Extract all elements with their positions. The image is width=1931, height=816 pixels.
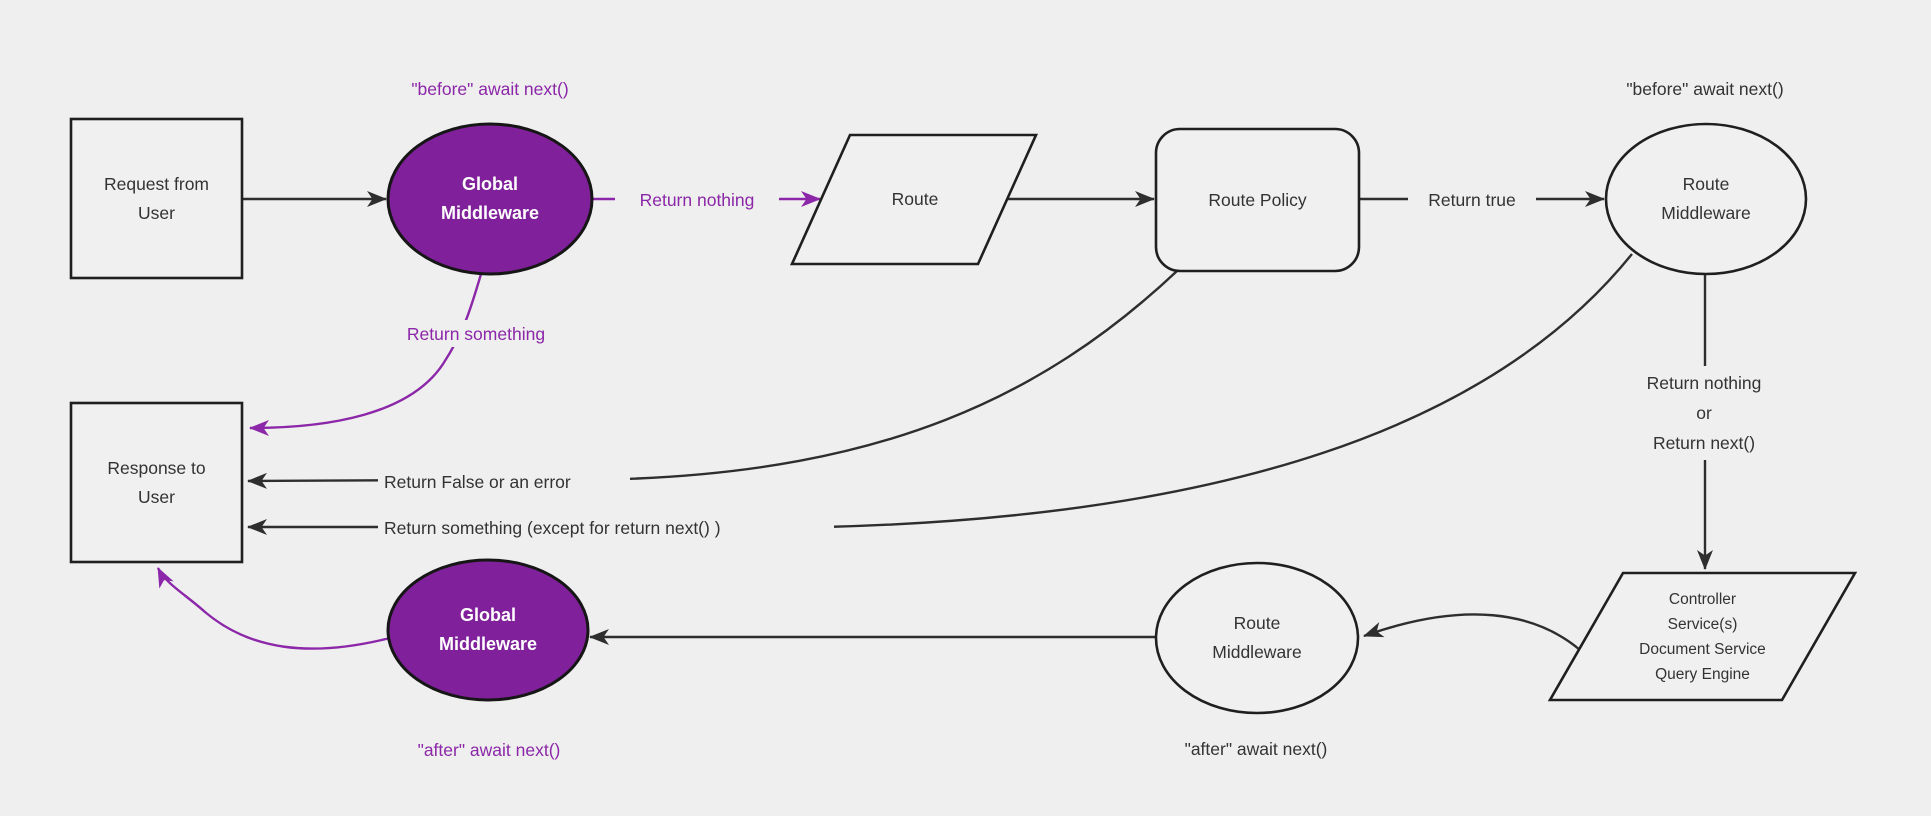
request-from-user-node [69, 117, 244, 280]
response-to-user-node [69, 401, 244, 564]
edge-global-middleware-bottom-to-response [156, 567, 391, 650]
global-middleware-bottom-node [386, 558, 590, 702]
edge-route-policy-return-false-to-response [247, 270, 1178, 489]
route-middleware-bottom-node [1154, 561, 1360, 715]
edge-global-middleware-return-something-to-response [249, 273, 483, 436]
edge-route-middleware-return-something-to-response [247, 253, 1633, 535]
controller-services-node [1547, 571, 1858, 702]
route-policy-node [1154, 127, 1361, 273]
route-node [789, 133, 1039, 266]
edge-controller-to-route-middleware-bottom [1363, 613, 1581, 651]
global-middleware-top-node [386, 122, 594, 276]
route-middleware-top-node [1604, 122, 1808, 276]
